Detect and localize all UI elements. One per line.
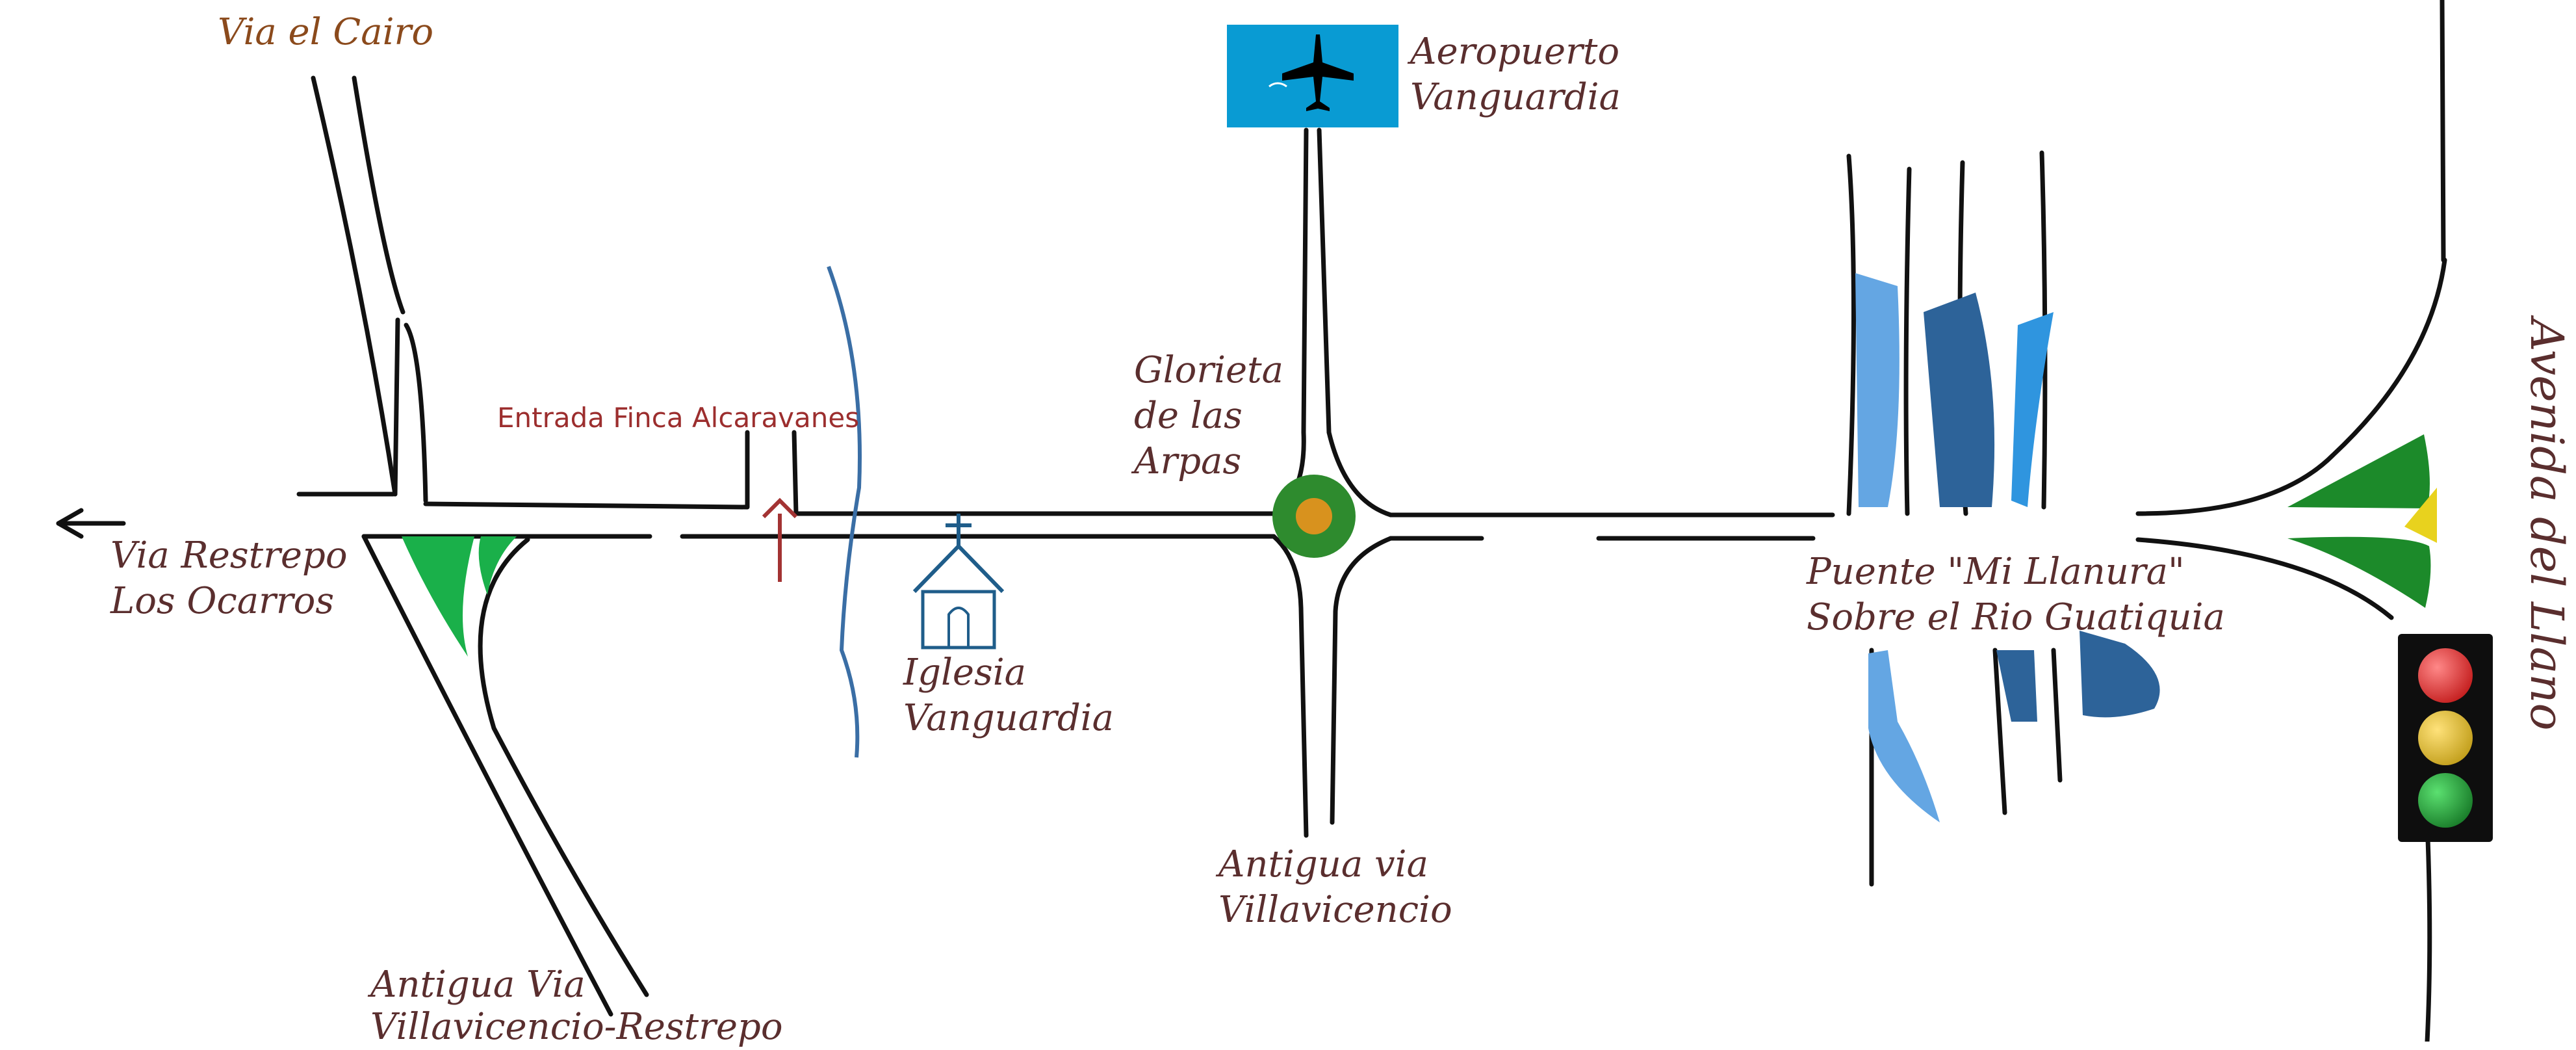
label-restrepo-2: Los Ocarros xyxy=(110,580,335,622)
river-guatiquia xyxy=(1855,273,2160,822)
church-icon xyxy=(912,514,1005,650)
label-aeropuerto-2: Vanguardia xyxy=(1410,76,1621,118)
green-light xyxy=(2418,773,2473,828)
label-antigua-villavicencio-1: Antigua via xyxy=(1218,843,1428,886)
label-avenida-llano: Avenida del Llano xyxy=(2520,319,2573,731)
label-restrepo-1: Via Restrepo xyxy=(110,534,348,577)
label-iglesia-2: Vanguardia xyxy=(903,697,1114,739)
traffic-light-icon xyxy=(2398,634,2493,842)
label-glorieta-3: Arpas xyxy=(1134,440,1242,482)
label-antigua-villavicencio-2: Villavicencio xyxy=(1218,889,1452,931)
label-antigua-restrepo-2: Villavicencio-Restrepo xyxy=(370,1006,783,1048)
amber-light xyxy=(2418,711,2473,765)
label-via-cairo: Via el Cairo xyxy=(218,11,434,53)
airport-icon xyxy=(1227,25,1398,127)
red-light xyxy=(2418,648,2473,703)
label-glorieta-1: Glorieta xyxy=(1134,349,1284,391)
roundabout-icon xyxy=(1272,475,1356,558)
label-glorieta-2: de las xyxy=(1134,395,1243,437)
stream xyxy=(827,265,862,758)
grass-triangles xyxy=(402,434,2437,657)
airplane-icon xyxy=(1282,34,1354,111)
label-aeropuerto-1: Aeropuerto xyxy=(1410,31,1620,73)
arrow-up-icon xyxy=(762,497,798,582)
label-entrada-finca: Entrada Finca Alcaravanes xyxy=(497,402,860,434)
label-puente-2: Sobre el Rio Guatiquia xyxy=(1807,596,2225,638)
label-iglesia-1: Iglesia xyxy=(903,651,1027,694)
label-puente-1: Puente "Mi Llanura" xyxy=(1807,551,2185,593)
label-antigua-restrepo-1: Antigua Via xyxy=(370,964,586,1006)
